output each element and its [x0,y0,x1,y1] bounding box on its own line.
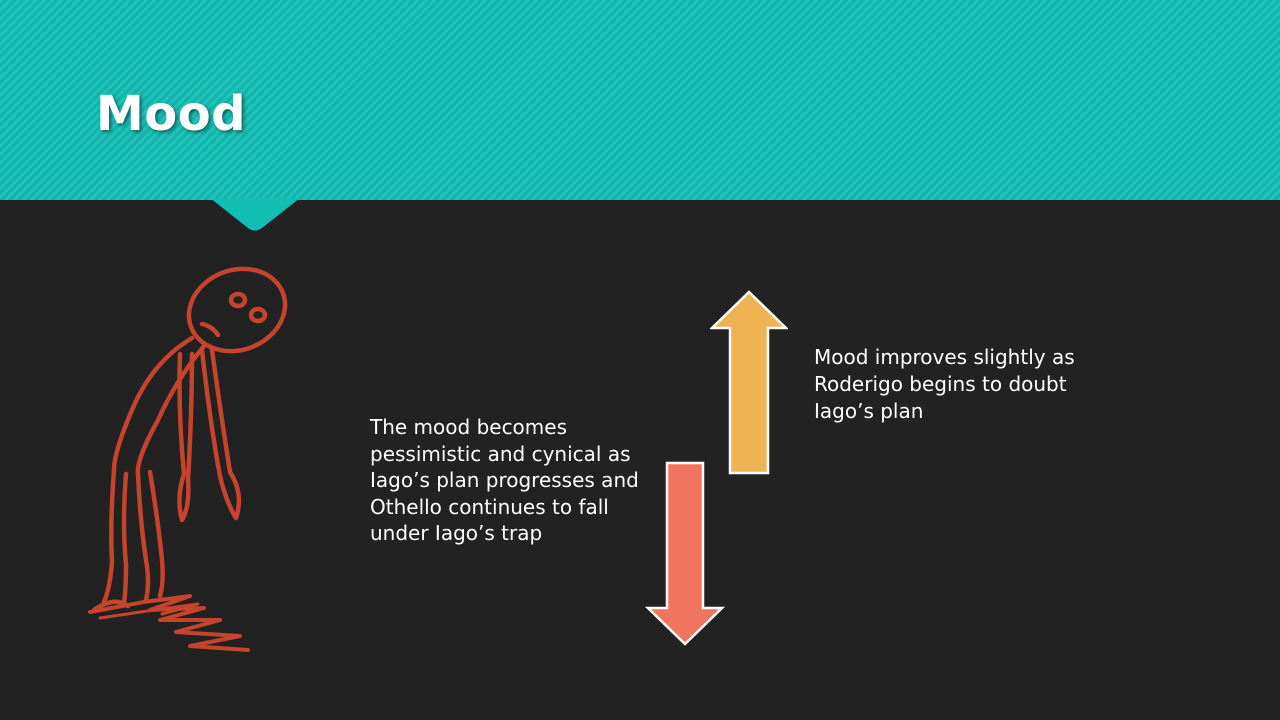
banner-pointer [210,198,300,231]
mood-worsens-text: The mood becomes pessimistic and cynical… [370,415,639,545]
arrow-down-icon [645,461,725,646]
title-banner [0,0,1280,200]
mood-improves-text: Mood improves slightly as Roderigo begin… [814,345,1075,423]
sad-stick-figure-icon [88,266,288,652]
slide-title: Mood [96,86,247,142]
arrow-up-icon [710,290,788,475]
